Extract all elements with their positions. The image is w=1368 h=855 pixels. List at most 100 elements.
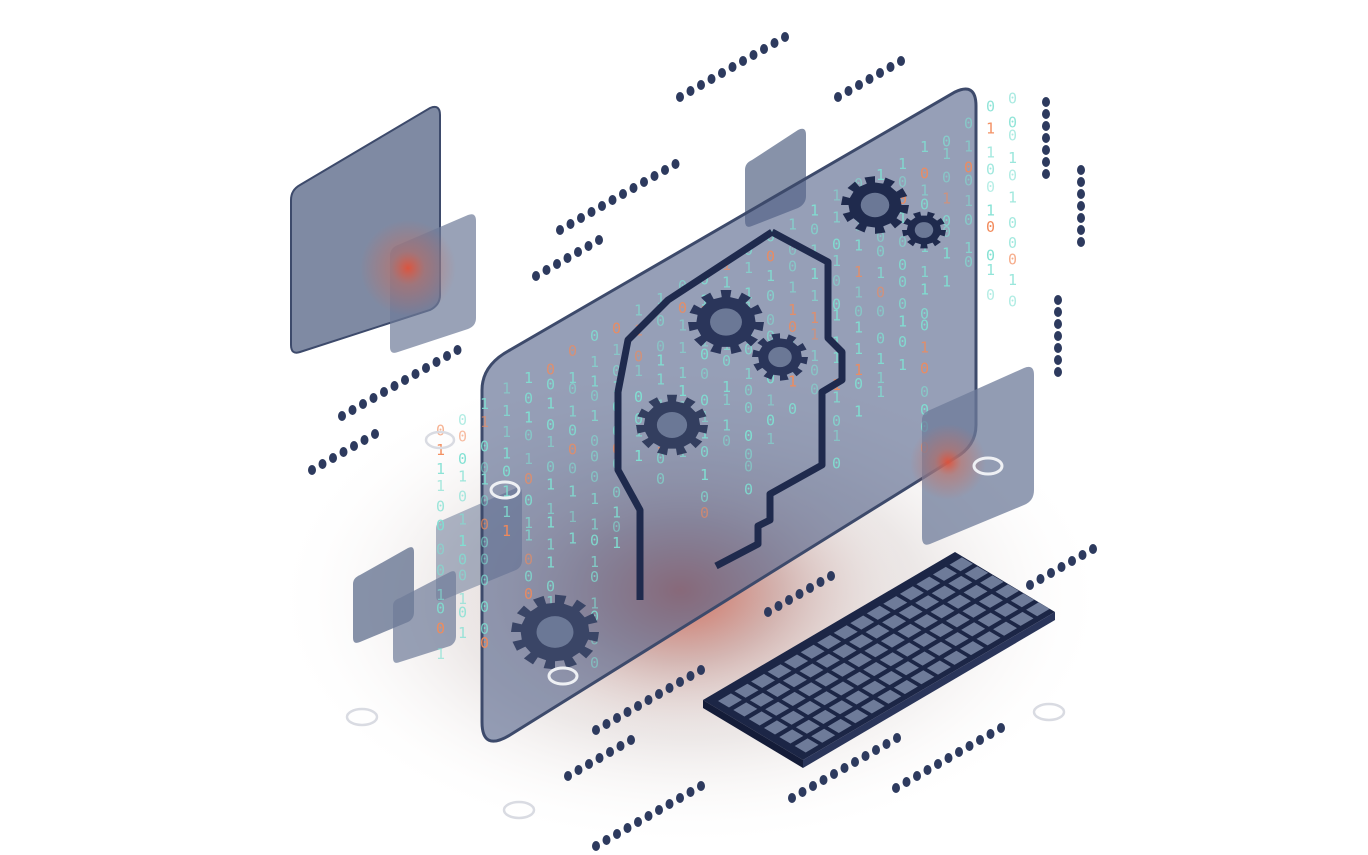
binary-digit: 0 xyxy=(480,515,489,533)
binary-digit: 0 xyxy=(1008,214,1017,232)
keyboard-key xyxy=(718,693,742,708)
binary-digit: 0 xyxy=(898,173,907,191)
keyboard-key xyxy=(794,738,819,753)
binary-digit: 1 xyxy=(854,319,863,337)
keyboard-key xyxy=(767,664,792,679)
keyboard-key xyxy=(928,641,953,656)
keyboard-key xyxy=(850,615,875,630)
keyboard-key xyxy=(943,650,968,665)
keyboard-key xyxy=(798,682,823,697)
binary-digit: 0 xyxy=(898,295,907,313)
binary-digit: 0 xyxy=(1008,234,1017,252)
binary-digit: 0 xyxy=(832,296,841,314)
dot xyxy=(686,787,695,797)
gear-icon xyxy=(841,176,909,234)
binary-digit: 1 xyxy=(810,265,819,283)
dot xyxy=(986,729,995,739)
floating-panel-right xyxy=(910,366,1034,545)
binary-digit: 0 xyxy=(524,427,533,445)
keyboard-key xyxy=(813,691,838,706)
dot xyxy=(556,225,564,235)
dot xyxy=(1054,331,1062,341)
binary-digit: 0 xyxy=(436,517,445,535)
keyboard-key xyxy=(932,566,957,581)
dot xyxy=(806,583,814,593)
keyboard-key xyxy=(797,700,821,715)
binary-digit: 1 xyxy=(854,361,863,379)
dot xyxy=(1042,133,1050,143)
binary-digit: 0 xyxy=(854,175,863,193)
binary-digit: 0 xyxy=(788,257,797,275)
keyboard-key xyxy=(866,605,891,620)
dot xyxy=(613,829,621,839)
dot xyxy=(564,771,572,781)
dot xyxy=(338,411,346,421)
binary-digit: 0 xyxy=(458,488,467,506)
binary-digit: 1 xyxy=(810,347,819,365)
binary-digit: 1 xyxy=(722,391,731,409)
binary-digit: 1 xyxy=(568,403,577,421)
binary-digit: 0 xyxy=(744,427,753,445)
dot xyxy=(584,241,593,251)
dot xyxy=(781,32,789,42)
dot xyxy=(350,441,358,451)
binary-digit: 1 xyxy=(1008,149,1017,167)
binary-digit: 1 xyxy=(986,143,995,161)
binary-digit: 1 xyxy=(920,281,929,299)
keyboard-key xyxy=(733,702,758,717)
dot xyxy=(707,74,716,84)
binary-digit: 1 xyxy=(590,353,599,371)
dot xyxy=(861,751,870,761)
binary-digit: 0 xyxy=(766,287,775,305)
binary-digit: 1 xyxy=(590,594,599,612)
keyboard-key xyxy=(994,602,1019,617)
dot xyxy=(665,799,674,809)
keyboard-key xyxy=(977,612,1002,627)
dot xyxy=(840,763,849,773)
binary-digit: 1 xyxy=(898,155,907,173)
keyboard-key xyxy=(1010,593,1035,608)
keyboard-key xyxy=(880,633,905,648)
binary-digit: 0 xyxy=(480,550,489,568)
binary-digit: 1 xyxy=(788,215,797,233)
keyboard-key xyxy=(978,593,1003,608)
dot xyxy=(401,375,409,385)
binary-digit: 0 xyxy=(568,380,577,398)
keyboard-key xyxy=(865,624,890,639)
dot xyxy=(422,363,430,373)
binary-digit: 1 xyxy=(590,490,599,508)
keyboard-key xyxy=(896,642,921,657)
binary-digit: 1 xyxy=(832,187,841,205)
binary-digit: 1 xyxy=(678,339,687,357)
keyboard-key xyxy=(980,575,1004,590)
binary-digit: 1 xyxy=(920,263,929,281)
dot xyxy=(602,835,611,845)
keyboard-key xyxy=(912,632,937,647)
dot xyxy=(886,62,895,72)
dot xyxy=(1077,225,1085,235)
binary-digit: 1 xyxy=(788,301,797,319)
dot xyxy=(976,735,984,745)
dot xyxy=(686,671,695,681)
keyboard-key xyxy=(849,634,873,649)
dot xyxy=(613,713,621,723)
binary-digit: 1 xyxy=(766,267,775,285)
keyboard-key xyxy=(947,594,971,609)
dot xyxy=(774,601,783,611)
binary-digit: 0 xyxy=(744,480,753,498)
binary-digit: 1 xyxy=(634,447,643,465)
dot xyxy=(770,38,779,48)
keyboard-key xyxy=(765,701,790,716)
keyboard-key xyxy=(911,651,936,666)
glow-light xyxy=(910,424,986,500)
dot xyxy=(563,253,572,263)
dot xyxy=(650,171,659,181)
keyboard-key xyxy=(766,682,791,697)
binary-digit: 0 xyxy=(986,161,995,179)
dot xyxy=(718,68,726,78)
binary-digit: 1 xyxy=(656,352,665,370)
binary-digit: 0 xyxy=(832,412,841,430)
keyboard-key xyxy=(784,654,809,669)
keyboard-key xyxy=(882,614,907,629)
